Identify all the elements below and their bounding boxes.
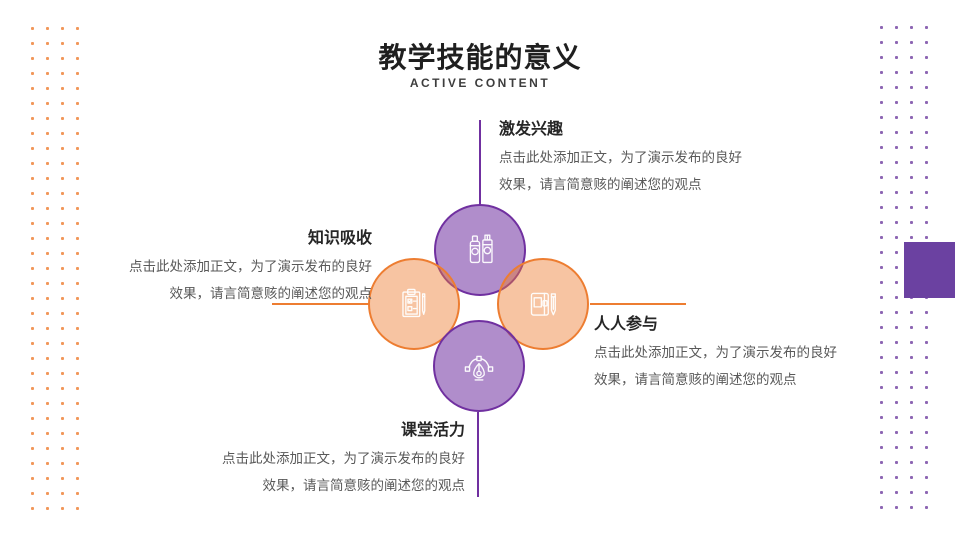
connector-line-top — [479, 120, 481, 205]
item-participate: 人人参与 点击此处添加正文，为了演示发布的良好 效果，请言简意赅的阐述您的观点 — [594, 313, 894, 393]
connector-line-left — [272, 303, 370, 305]
item-body: 点击此处添加正文，为了演示发布的良好 效果，请言简意赅的阐述您的观点 — [594, 345, 837, 387]
accent-square — [904, 242, 955, 298]
dot-grid-left — [31, 27, 79, 510]
item-heading: 知识吸收 — [307, 230, 372, 247]
notebook-pencil-icon — [530, 292, 556, 316]
item-body: 点击此处添加正文，为了演示发布的良好 效果，请言简意赅的阐述您的观点 — [499, 150, 742, 192]
connector-line-right — [590, 303, 686, 305]
item-heading: 激发兴趣 — [499, 121, 564, 138]
dot-grid-right — [880, 26, 928, 509]
item-vitality: 课堂活力 点击此处添加正文，为了演示发布的良好 效果，请言简意赅的阐述您的观点 — [135, 419, 465, 499]
connector-line-bottom — [477, 412, 479, 497]
pen-nib-bezier-icon — [464, 355, 494, 381]
slide-subtitle: ACTIVE CONTENT — [409, 76, 551, 90]
clipboard-checklist-icon — [402, 288, 426, 318]
slide-title: 教学技能的意义 — [378, 42, 582, 73]
item-body: 点击此处添加正文，为了演示发布的良好 效果，请言简意赅的阐述您的观点 — [222, 451, 465, 493]
item-absorb: 知识吸收 点击此处添加正文，为了演示发布的良好 效果，请言简意赅的阐述您的观点 — [42, 227, 372, 307]
item-body: 点击此处添加正文，为了演示发布的良好 效果，请言简意赅的阐述您的观点 — [129, 259, 372, 301]
marker-pens-icon — [469, 234, 493, 264]
item-interest: 激发兴趣 点击此处添加正文，为了演示发布的良好 效果，请言简意赅的阐述您的观点 — [499, 118, 799, 198]
item-heading: 课堂活力 — [400, 422, 465, 439]
circle-vitality — [433, 320, 525, 412]
item-heading: 人人参与 — [594, 316, 659, 333]
